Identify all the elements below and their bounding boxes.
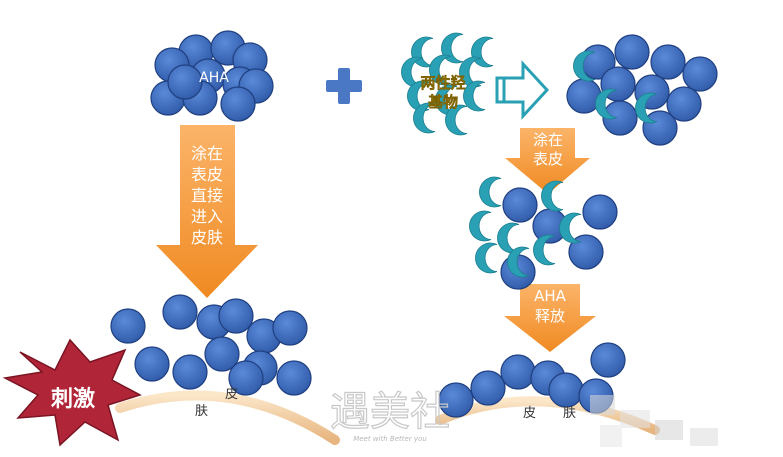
molecule-ball [162, 294, 198, 330]
watermark-main: 遇美社 [330, 389, 450, 435]
ball-groups [110, 30, 718, 418]
crescent-groups [401, 32, 658, 278]
crescent-shape [533, 234, 556, 266]
molecule-ball [642, 110, 678, 146]
left-arrow-line: 直接 [191, 186, 223, 205]
molecule-ball [582, 194, 618, 230]
left-arrow-line: 表皮 [191, 165, 223, 184]
molecule-ball [110, 308, 146, 344]
crescent-shape [635, 92, 658, 124]
crescent-shape [595, 88, 618, 120]
molecule-ball [172, 354, 208, 390]
molecule-ball [548, 372, 584, 408]
molecule-ball [650, 44, 686, 80]
molecule-ball [502, 187, 538, 223]
crescent-shape [507, 246, 530, 278]
crescent-shape [413, 102, 436, 134]
right-arrow2-line: 释放 [535, 307, 565, 325]
molecule-ball [666, 86, 702, 122]
crescent-shape [429, 54, 452, 86]
molecule-ball [614, 34, 650, 70]
molecule-ball [272, 310, 308, 346]
left-arrow-text: 涂在 表皮 直接 进入 皮肤 [191, 144, 223, 247]
molecule-ball [500, 354, 536, 390]
blurred-region [590, 395, 718, 447]
molecule-ball [682, 56, 718, 92]
left-skin-char-2: 肤 [195, 404, 208, 419]
right-arrow2-line: AHA [534, 287, 567, 305]
molecule-label-line: 两性羟 [420, 74, 465, 92]
molecule-ball [276, 360, 312, 396]
crescent-shape [573, 50, 596, 82]
crescent-shape [463, 80, 486, 112]
left-skin-char-1: 皮 [225, 387, 238, 402]
right-arrow1-line: 涂在 [533, 131, 563, 149]
molecule-ball [204, 336, 240, 372]
aha-label: AHA [199, 70, 229, 86]
molecule-ball [218, 298, 254, 334]
left-skin-curve [115, 390, 340, 445]
crescent-shape [479, 176, 502, 208]
plus-icon [326, 68, 362, 104]
crescent-shape [475, 242, 498, 274]
molecule-label-line: 基物 [427, 93, 458, 111]
crescent-shape [471, 36, 494, 68]
irritation-burst [2, 338, 142, 447]
crescent-shape [445, 104, 468, 136]
right-skin-char-1: 皮 [523, 406, 536, 421]
molecule-ball [602, 100, 638, 136]
watermark-sub: Meet with Better you [353, 435, 427, 443]
molecule-ball [590, 342, 626, 378]
molecule-ball [438, 382, 474, 418]
molecule-ball [228, 360, 264, 396]
hollow-right-arrow [495, 60, 550, 120]
left-arrow-line: 皮肤 [191, 228, 223, 247]
molecule-ball [470, 370, 506, 406]
left-down-arrow [156, 125, 258, 298]
crescent-shape [469, 210, 492, 242]
left-arrow-line: 进入 [191, 207, 223, 226]
right-down-arrow-2 [504, 284, 596, 352]
left-arrow-line: 涂在 [191, 144, 223, 163]
crescent-shape [559, 212, 582, 244]
irritation-label: 刺激 [51, 386, 95, 412]
right-down-arrow-1 [505, 128, 590, 194]
right-arrow1-line: 表皮 [533, 150, 563, 168]
molecule-ball [568, 234, 604, 270]
molecule-ball [220, 86, 256, 122]
crescent-shape [541, 180, 564, 212]
molecule-ball [134, 346, 170, 382]
right-skin-char-2: 肤 [563, 406, 576, 421]
molecule-ball [167, 64, 203, 100]
